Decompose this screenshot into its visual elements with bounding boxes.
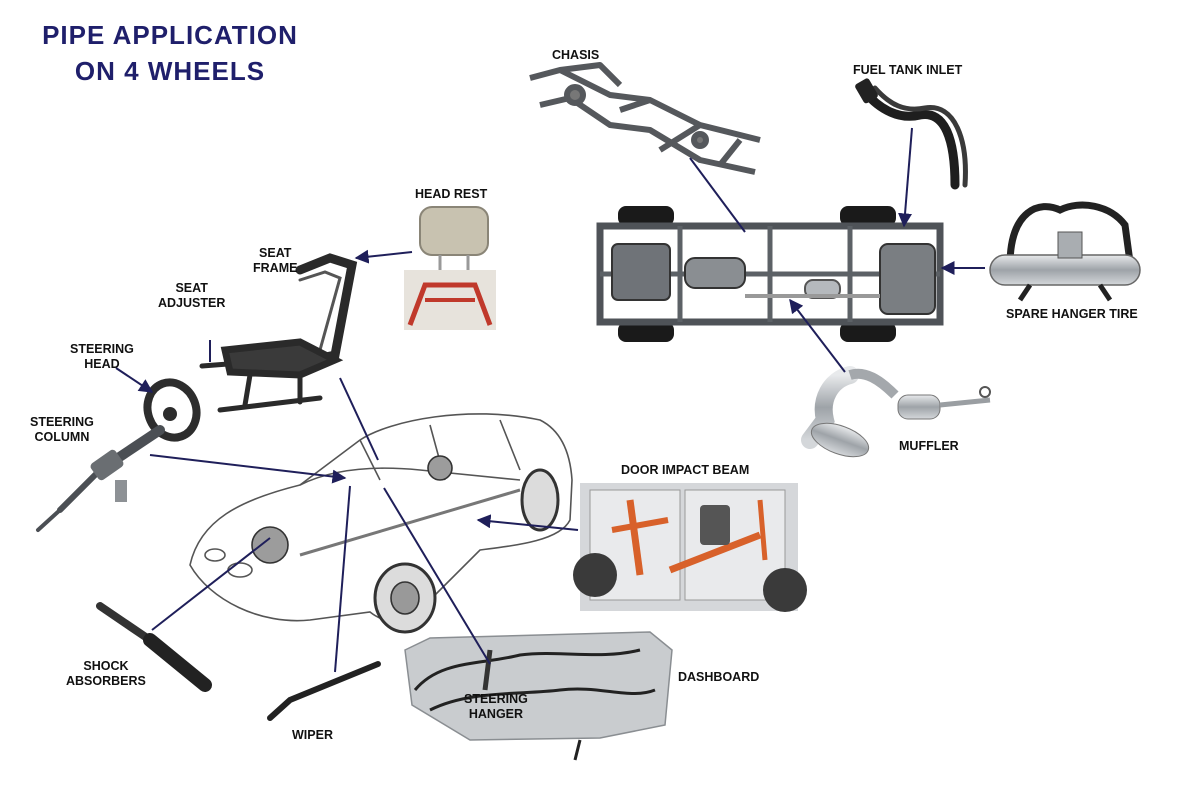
steering-hanger-leader [383, 487, 491, 665]
label-seat-adjuster-line-1: SEAT [175, 281, 208, 295]
fuel-tank-leader [898, 127, 913, 228]
steering-column-illustration [36, 425, 165, 532]
steering-head-leader [115, 367, 154, 393]
label-door-impact-beam: DOOR IMPACT BEAM [621, 463, 750, 477]
label-spare-hanger-tire: SPARE HANGER TIRE [1006, 307, 1138, 321]
label-shock-absorbers-line-2: ABSORBERS [66, 674, 146, 688]
muffler-illustration [801, 366, 991, 458]
diagram-title-line-2: ON 4 WHEELS [74, 56, 266, 86]
seat-frame-illustration [199, 253, 358, 413]
label-steering-head-line-2: HEAD [84, 357, 120, 371]
label-muffler: MUFFLER [899, 439, 959, 453]
spare-hanger-tire-illustration [989, 201, 1141, 302]
head-rest-illustration [404, 206, 496, 330]
leader-lines [115, 127, 985, 673]
label-steering-head: STEERING HEAD [70, 342, 134, 372]
car-outline-illustration [189, 413, 573, 634]
wiper-leader [334, 485, 351, 673]
shock-absorber-leader [151, 537, 271, 631]
label-dashboard: DASHBOARD [678, 670, 760, 684]
steering-wheel-illustration [143, 378, 201, 442]
label-seat-adjuster: SEAT ADJUSTER [158, 281, 225, 311]
shock-absorber-illustration [96, 602, 212, 692]
label-wiper: WIPER [292, 728, 333, 742]
top-view-chassis-illustration [596, 206, 944, 342]
head-rest-leader [354, 249, 413, 264]
door-beam-leader [476, 514, 579, 531]
label-chasis: CHASIS [552, 48, 600, 62]
chassis-leader [689, 157, 746, 233]
steering-column-leader [149, 454, 347, 484]
label-steering-column-line-2: COLUMN [34, 430, 90, 444]
muffler-leader [789, 298, 846, 373]
label-seat-frame-line-1: SEAT [259, 246, 292, 260]
label-seat-adjuster-line-2: ADJUSTER [158, 296, 226, 310]
wiper-illustration [267, 661, 381, 721]
seat-frame-leader [339, 377, 379, 461]
chassis-frame-illustration [529, 62, 761, 175]
label-seat-frame-line-2: FRAME [253, 261, 298, 275]
label-seat-frame: SEAT FRAME [253, 246, 297, 276]
label-steering-head-line-1: STEERING [70, 342, 134, 356]
label-head-rest: HEAD REST [415, 187, 488, 201]
dashboard-illustration [404, 631, 673, 761]
label-shock-absorbers: SHOCK ABSORBERS [66, 659, 146, 689]
door-impact-beam-illustration [573, 483, 807, 612]
label-steering-hanger-line-2: HANGER [468, 707, 524, 721]
label-shock-absorbers-line-1: SHOCK [83, 659, 129, 673]
label-fuel-tank-inlet: FUEL TANK INLET [853, 63, 963, 77]
label-steering-hanger-line-1: STEERING [464, 692, 528, 706]
diagram-title-line-1: PIPE APPLICATION [42, 20, 298, 50]
label-steering-column: STEERING COLUMN [30, 415, 94, 445]
label-steering-hanger: STEERING HANGER [464, 692, 528, 722]
label-steering-column-line-1: STEERING [30, 415, 94, 429]
fuel-tank-inlet-illustration [855, 78, 968, 190]
